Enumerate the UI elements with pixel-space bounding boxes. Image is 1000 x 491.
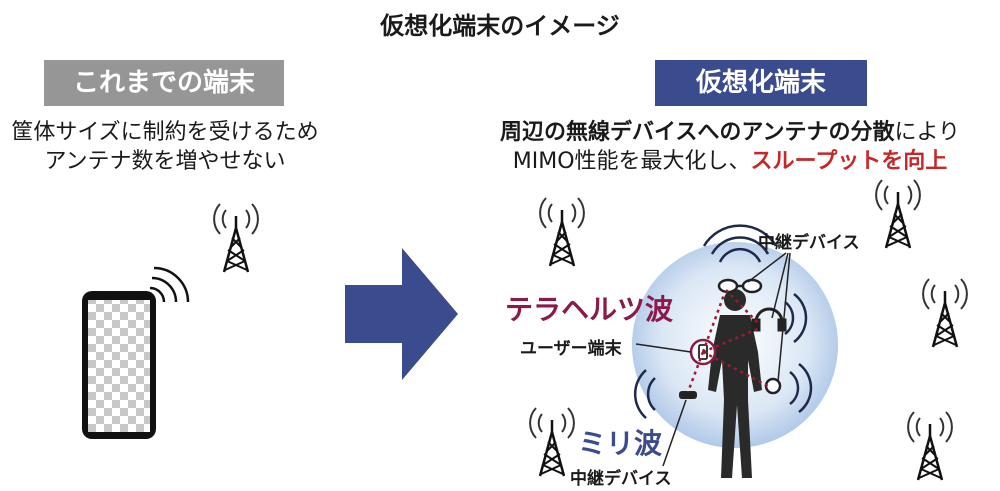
terahertz-label: テラヘルツ波	[505, 293, 674, 326]
smartphone-icon	[82, 291, 156, 439]
antenna-tower-icon	[538, 196, 586, 268]
earbud-icon	[679, 391, 697, 399]
wave-signal-icon	[633, 224, 813, 419]
user-terminal-label: ユーザー端末	[520, 339, 622, 359]
page-title: 仮想化端末のイメージ	[380, 12, 620, 40]
callout-lines	[635, 252, 791, 467]
antenna-tower-icon	[906, 410, 954, 482]
antenna-tower-icon	[212, 202, 260, 274]
conventional-desc-line2: アンテナ数を増やせない	[44, 149, 286, 174]
badge-conventional: これまでの端末	[44, 60, 284, 106]
virtualized-desc-line1: 周辺の無線デバイスへのアンテナの分散により	[460, 118, 1000, 147]
millimeter-wave-label: ミリ波	[578, 427, 663, 460]
desc-mimo-text: MIMO性能を最大化し、	[512, 149, 751, 174]
desc-bold-text: 周辺の無線デバイスへのアンテナの分散	[499, 120, 895, 145]
conventional-description: 筐体サイズに制約を受けるため アンテナ数を増やせない	[0, 118, 330, 176]
link-lines	[686, 289, 769, 393]
antenna-tower-icon	[528, 406, 576, 478]
arrow-right-icon	[345, 248, 458, 380]
badge-virtualized: 仮想化端末	[655, 60, 867, 106]
relay-device-label-top: 中継デバイス	[758, 233, 860, 253]
antenna-tower-icon	[921, 277, 969, 349]
desc-rest-text: により	[894, 120, 961, 145]
virtualized-desc-line2: MIMO性能を最大化し、スループットを向上	[460, 147, 1000, 176]
conventional-desc-line1: 筐体サイズに制約を受けるため	[11, 120, 319, 145]
relay-device-label-bottom: 中継デバイス	[570, 469, 672, 489]
antenna-tower-icon	[874, 178, 922, 250]
virtualized-description: 周辺の無線デバイスへのアンテナの分散により MIMO性能を最大化し、スループット…	[460, 118, 1000, 176]
desc-throughput-text: スループットを向上	[750, 149, 948, 174]
phone-signal-icon	[149, 266, 190, 303]
